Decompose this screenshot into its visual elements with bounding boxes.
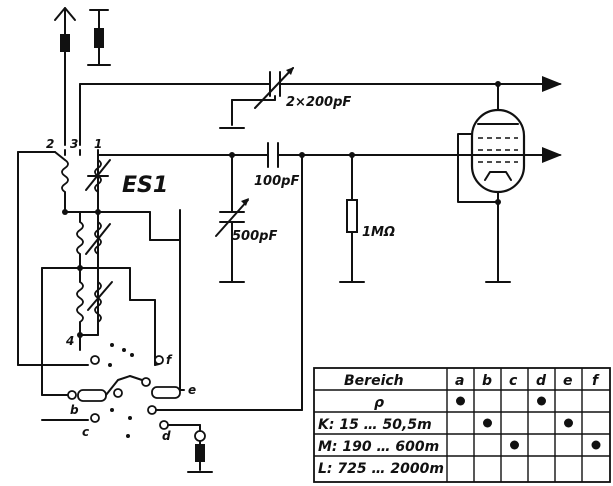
coil-name-label: ES1 [122,173,168,198]
capacitor-variable-label: 500pF [232,229,277,244]
table-row-label-3: L: 725 … 2000m [318,461,444,477]
terminal-3-label: 3 [70,137,78,151]
dual-gang-capacitor: 2×200pF [219,67,351,129]
resistor-label: 1MΩ [362,225,395,240]
grid-resistor: 1MΩ [339,154,395,283]
table-header-d: d [536,373,547,389]
table-row-label-0: ρ [374,395,384,411]
table-header-b: b [482,373,492,389]
table-dot-2-5 [591,440,601,450]
table-header-a: a [455,373,464,389]
vacuum-tube-icon [457,81,526,283]
variable-capacitor: 500pF [215,154,277,283]
table-dot-0-0 [456,396,465,406]
table-row-label-1: K: 15 … 50,5m [318,417,432,433]
switch-c-label: c [82,425,89,439]
table-header-f: f [592,373,600,389]
table-dot-1-4 [564,418,573,428]
table-dot-0-3 [537,396,546,406]
terminal-2-label: 2 [46,137,54,151]
coil-assembly: ES1 [17,149,181,396]
table-header-e: e [563,373,573,389]
switch-b-label: b [70,403,79,417]
coupling-capacitor: 100pF [254,142,299,189]
switch-d-label: d [162,429,171,443]
antenna-icon [54,7,76,146]
ground-icon [87,9,111,66]
table-row-label-2: M: 190 … 600m [318,439,439,455]
table-header-bereich: Bereich [344,373,404,389]
switch-f-label: f [166,353,173,367]
switch-e-label: e [188,383,196,397]
table-dot-2-2 [510,440,519,450]
table-header-c: c [509,373,518,389]
wave-range-table: Bereich a b c d e f ρ K: 15 … 50,5m M: 1… [313,367,611,483]
oscillator-line [79,76,562,146]
wave-switch: f b e c d [17,154,303,443]
terminal-1-label: 1 [94,137,102,151]
ground-icon-bottom [187,424,213,473]
terminal-4-label: 4 [65,334,74,348]
table-dot-1-1 [483,418,492,428]
grid-line [97,147,562,163]
capacitor-coupling-label: 100pF [254,174,299,189]
capacitor-dual-label: 2×200pF [286,95,351,110]
